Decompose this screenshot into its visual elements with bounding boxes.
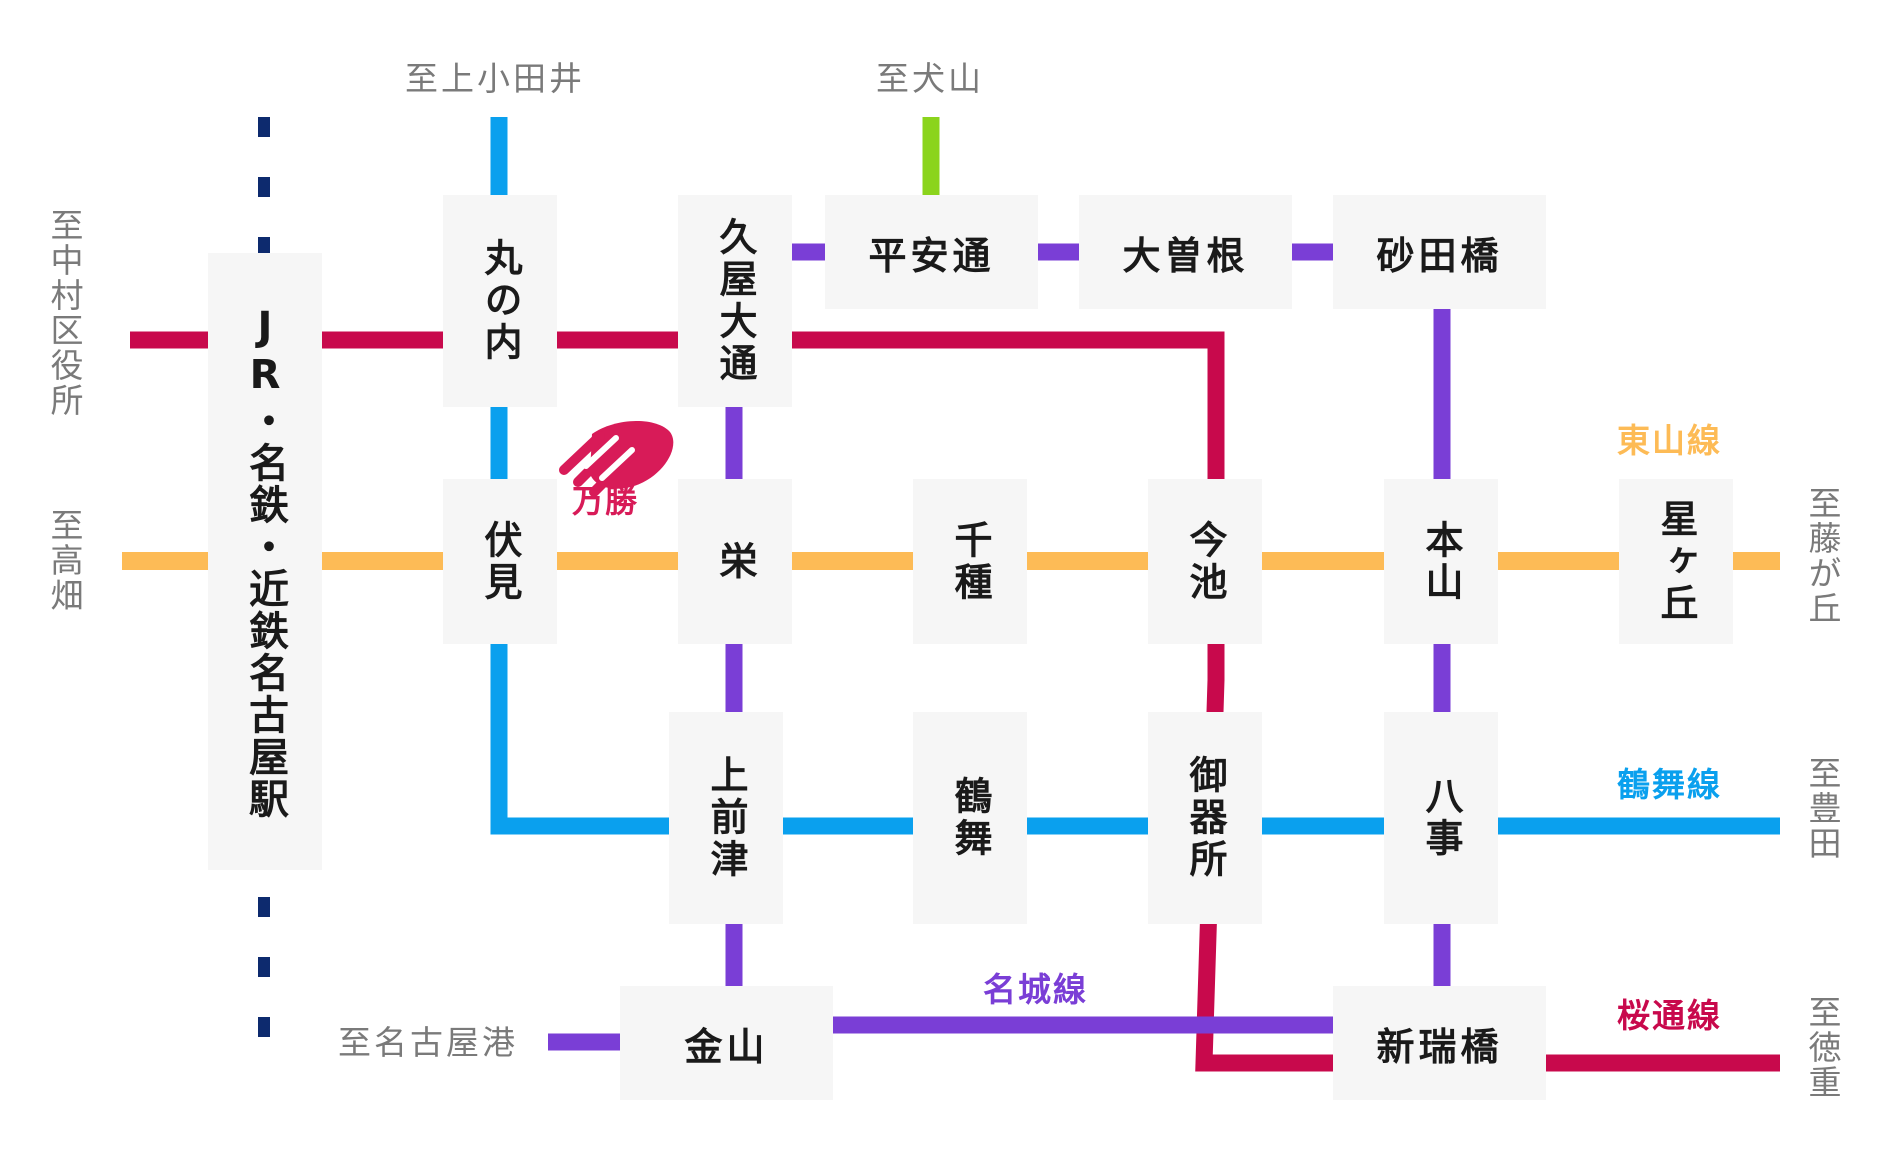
station-label: 平安通 — [868, 233, 995, 278]
station-motoyama[interactable]: 本山 — [1384, 479, 1498, 644]
logo-stripes-cut — [583, 435, 635, 481]
dest-takabata: 至高畑 — [45, 508, 84, 613]
station-fushimi[interactable]: 伏見 — [443, 479, 557, 644]
station-label: 鶴舞 — [948, 776, 992, 860]
station-label: 星ヶ丘 — [1654, 498, 1698, 625]
line-name-sakuradori: 桜通線 — [1617, 996, 1722, 1035]
dest-nakamura-kuyakusho: 至中村区役所 — [45, 208, 84, 418]
station-marunouchi[interactable]: 丸の内 — [443, 195, 557, 407]
station-sunadabashi[interactable]: 砂田橋 — [1333, 195, 1546, 309]
station-kamimaezu[interactable]: 上前津 — [669, 712, 783, 924]
station-label: 伏見 — [478, 519, 522, 604]
dest-kamiotai: 至上小田井 — [405, 59, 585, 98]
station-label: JR・名鉄・近鉄名古屋駅 — [242, 303, 288, 820]
station-label: 千種 — [948, 519, 992, 604]
line-name-higashiyama: 東山線 — [1617, 421, 1722, 460]
logo-stripes — [559, 431, 637, 497]
station-hoshigaoka[interactable]: 星ヶ丘 — [1619, 479, 1733, 644]
station-gokiso[interactable]: 御器所 — [1148, 712, 1262, 924]
station-hisayaodori[interactable]: 久屋大通 — [678, 195, 792, 407]
sakuradori-line — [130, 331, 1360, 1072]
station-yagoto[interactable]: 八事 — [1384, 712, 1498, 924]
station-label: 八事 — [1419, 776, 1463, 860]
station-label: 砂田橋 — [1376, 233, 1503, 278]
station-label: 丸の内 — [478, 238, 522, 364]
station-chikusa[interactable]: 千種 — [913, 479, 1027, 644]
dest-inuyama: 至犬山 — [876, 59, 984, 98]
station-jr-meitetsu[interactable]: JR・名鉄・近鉄名古屋駅 — [208, 253, 322, 870]
station-label: 久屋大通 — [713, 217, 757, 385]
station-label: 上前津 — [704, 755, 748, 881]
line-name-tsurumai: 鶴舞線 — [1617, 765, 1722, 804]
station-heiandori[interactable]: 平安通 — [825, 195, 1038, 309]
station-label: 御器所 — [1183, 755, 1227, 881]
manshou-logo-icon — [559, 420, 674, 497]
station-label: 本山 — [1419, 519, 1463, 604]
dest-tokushige: 至徳重 — [1803, 995, 1842, 1100]
dest-fujigaoka: 至藤が丘 — [1803, 486, 1842, 626]
dest-nagoyako: 至名古屋港 — [338, 1023, 518, 1062]
line-name-meijo: 名城線 — [983, 970, 1088, 1009]
station-label: 金山 — [684, 1024, 769, 1069]
station-label: 大曽根 — [1122, 233, 1249, 278]
tsurumai-line — [490, 200, 1780, 835]
station-ozone[interactable]: 大曽根 — [1079, 195, 1292, 309]
station-tsurumai[interactable]: 鶴舞 — [913, 712, 1027, 924]
station-kanayama[interactable]: 金山 — [620, 986, 833, 1100]
dest-toyota: 至豊田 — [1803, 756, 1842, 861]
station-aratamabashi[interactable]: 新瑞橋 — [1333, 986, 1546, 1100]
station-imaike[interactable]: 今池 — [1148, 479, 1262, 644]
meijo-line-top — [734, 243, 1451, 1039]
logo-text: 万勝 — [572, 482, 639, 520]
station-label: 今池 — [1183, 519, 1227, 604]
station-sakae[interactable]: 栄 — [678, 479, 792, 644]
station-label: 新瑞橋 — [1376, 1024, 1503, 1069]
station-label: 栄 — [713, 540, 757, 583]
